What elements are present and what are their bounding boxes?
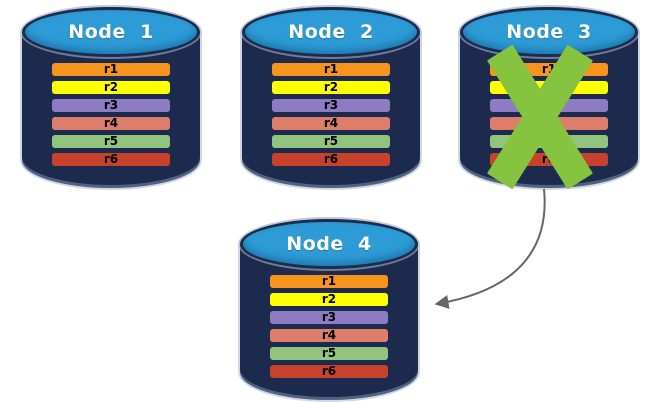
replica-row-label: r6 xyxy=(323,152,339,166)
arrow-path xyxy=(434,188,546,309)
replica-row: r5 xyxy=(270,347,388,360)
node-title: Node 1 xyxy=(68,21,154,43)
replica-row-label: r3 xyxy=(103,98,119,112)
node-2: r1 r2 r3 r4 r5 r6 Node 2 xyxy=(242,5,420,190)
node-3: r1 r2 r3 r4 r5 r6 Node 3 xyxy=(460,5,638,190)
replica-row-label: r1 xyxy=(321,274,337,288)
replica-row: r2 xyxy=(272,81,390,94)
replica-row: r1 xyxy=(272,63,390,76)
replica-row: r6 xyxy=(52,153,170,166)
replica-row-label: r4 xyxy=(323,116,339,130)
cylinder-top: Node 1 xyxy=(22,7,200,57)
cylinder-top: Node 3 xyxy=(460,7,638,57)
node-title: Node 4 xyxy=(286,233,372,255)
replica-row: r3 xyxy=(52,99,170,112)
replica-row: r3 xyxy=(270,311,388,324)
replica-row: r1 xyxy=(52,63,170,76)
replica-row-label: r1 xyxy=(323,62,339,76)
replica-row-label: r6 xyxy=(103,152,119,166)
replica-row: r4 xyxy=(270,329,388,342)
replica-row: r4 xyxy=(272,117,390,130)
replica-row-label: r3 xyxy=(323,98,339,112)
node-1: r1 r2 r3 r4 r5 r6 Node 1 xyxy=(22,5,200,190)
replica-row-label: r2 xyxy=(103,80,119,94)
cylinder-top: Node 2 xyxy=(242,7,420,57)
node-title: Node 3 xyxy=(506,21,592,43)
replica-row-label: r5 xyxy=(323,134,339,148)
replica-row: r5 xyxy=(272,135,390,148)
row-stack: r1 r2 r3 r4 r5 r6 xyxy=(52,63,170,166)
replica-row-label: r6 xyxy=(321,364,337,378)
replica-row-label: r3 xyxy=(321,310,337,324)
cylinder-top: Node 4 xyxy=(240,219,418,269)
replica-row-label: r4 xyxy=(103,116,119,130)
replica-row: r6 xyxy=(270,365,388,378)
replica-row-label: r1 xyxy=(103,62,119,76)
replica-row: r3 xyxy=(272,99,390,112)
replica-row-label: r2 xyxy=(323,80,339,94)
row-stack: r1 r2 r3 r4 r5 r6 xyxy=(270,275,388,378)
node-4: r1 r2 r3 r4 r5 r6 Node 4 xyxy=(240,217,418,402)
replica-row: r1 xyxy=(270,275,388,288)
replica-row: r2 xyxy=(270,293,388,306)
node-title: Node 2 xyxy=(288,21,374,43)
replica-row-label: r5 xyxy=(321,346,337,360)
replica-row-label: r5 xyxy=(103,134,119,148)
replica-row: r2 xyxy=(52,81,170,94)
replica-row: r6 xyxy=(272,153,390,166)
replica-row-label: r4 xyxy=(321,328,337,342)
replica-row-label: r2 xyxy=(321,292,337,306)
row-stack: r1 r2 r3 r4 r5 r6 xyxy=(272,63,390,166)
replica-row: r5 xyxy=(52,135,170,148)
replica-row: r4 xyxy=(52,117,170,130)
